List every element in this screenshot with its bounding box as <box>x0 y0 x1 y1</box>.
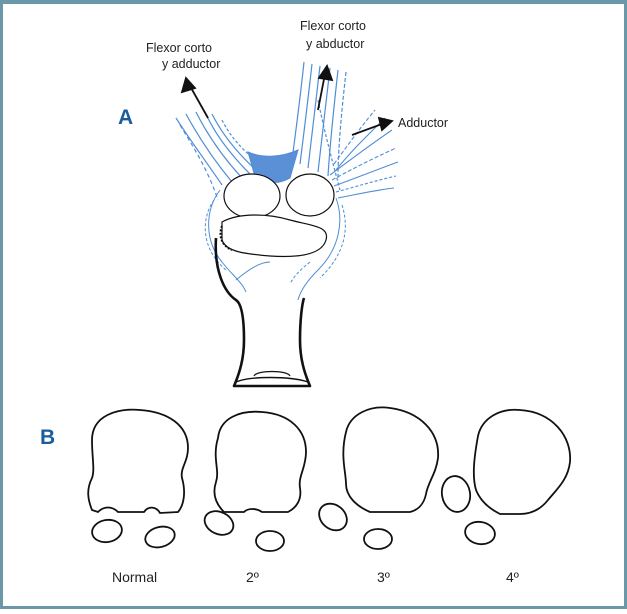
stage-label-3: 3º <box>377 569 390 585</box>
panel-b-letter: B <box>40 426 55 449</box>
medial-sesamoid <box>224 174 280 218</box>
panel-a-letter: A <box>118 106 133 129</box>
stage-label-2: 2º <box>246 569 259 585</box>
label-left-line1: Flexor corto <box>146 41 212 55</box>
label-right-line1: Flexor corto <box>300 19 366 33</box>
lateral-sesamoid <box>286 174 334 216</box>
label-left-line2: y adductor <box>162 57 220 71</box>
label-adductor: Adductor <box>398 116 448 130</box>
stage-label-4: 4º <box>506 569 519 585</box>
stage-label-normal: Normal <box>112 569 157 585</box>
label-right-line2: y abductor <box>306 37 364 51</box>
